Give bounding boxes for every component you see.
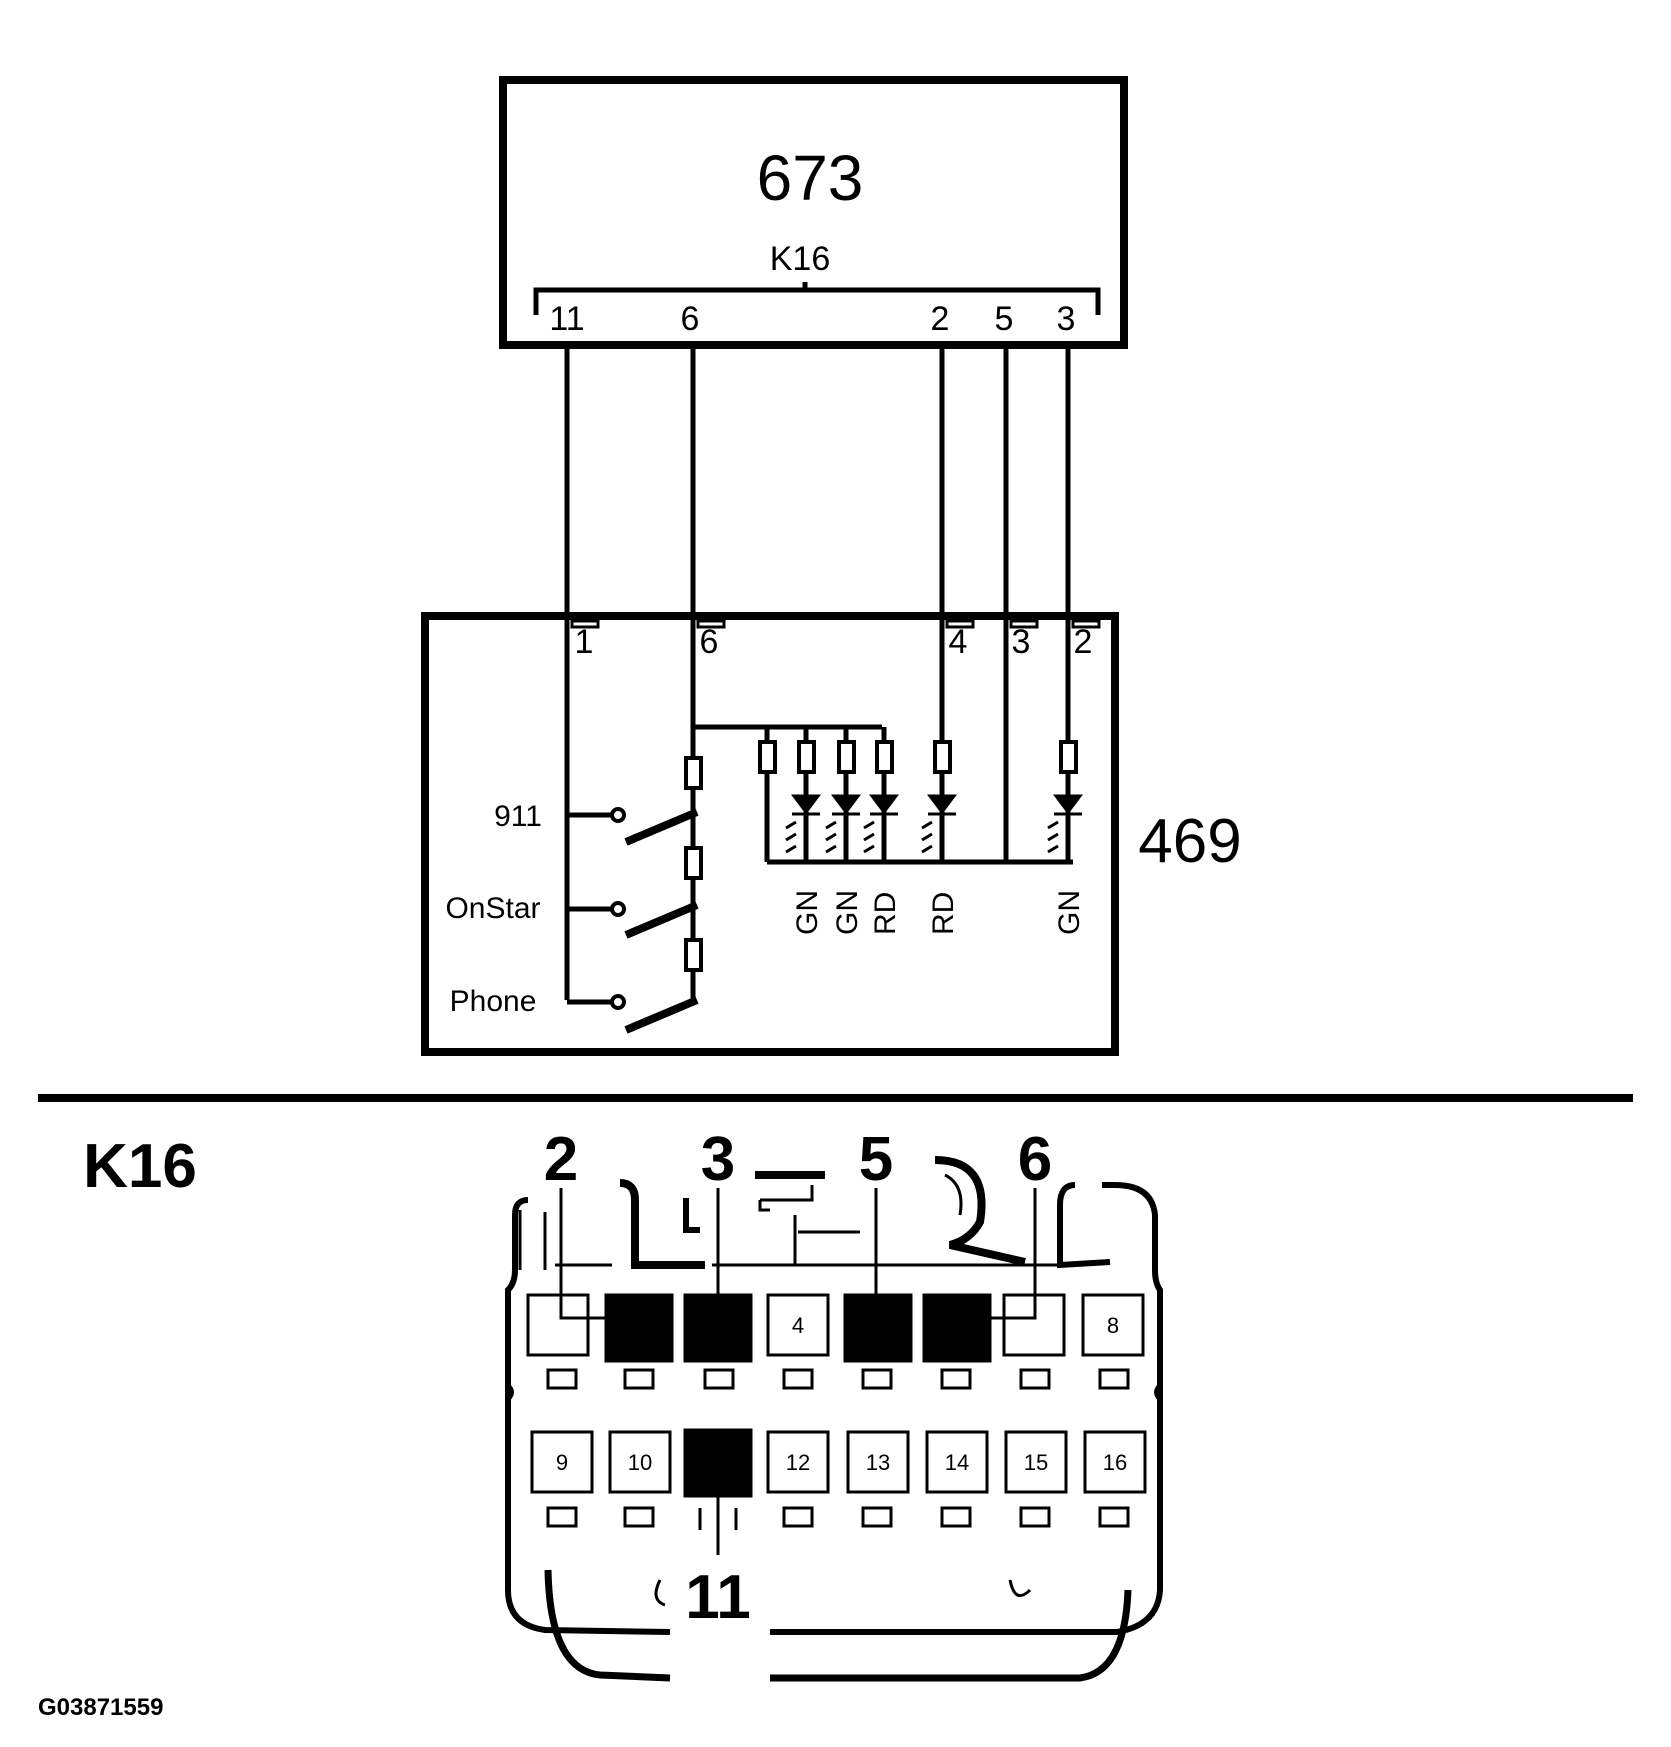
cavity-label-14: 14	[945, 1450, 969, 1475]
led-bus	[690, 720, 1073, 865]
harness-wires	[564, 345, 1071, 1000]
pin-label-469-6: 6	[700, 623, 719, 661]
cavity-5	[843, 1293, 913, 1363]
pin-label-673-3: 3	[1057, 300, 1076, 338]
led-color-label-5: GN	[1053, 890, 1086, 935]
connector-housing	[505, 1156, 1163, 1682]
callout-pin-2: 2	[544, 1125, 578, 1194]
cavity-8	[1081, 1293, 1145, 1357]
pin-label-469-3: 3	[1012, 623, 1031, 661]
pin-label-673-2: 2	[931, 300, 950, 338]
cavity-11	[683, 1428, 753, 1498]
led-color-label-4: RD	[927, 892, 960, 935]
led-branches	[758, 740, 1078, 862]
cavity-13	[846, 1430, 910, 1494]
cavity-label-8: 8	[1107, 1313, 1119, 1338]
cavity-4	[766, 1293, 830, 1357]
cavity-label-12: 12	[786, 1450, 810, 1475]
cavity-15	[1004, 1430, 1068, 1494]
cavity-9	[530, 1430, 594, 1494]
cavity-10	[608, 1430, 672, 1494]
led-diodes	[791, 794, 1083, 816]
callout-pin-5: 5	[859, 1125, 893, 1194]
cavity-label-9: 9	[556, 1450, 568, 1475]
cavity-label-15: 15	[1024, 1450, 1048, 1475]
cavity-label-10: 10	[628, 1450, 652, 1475]
cavity-label-16: 16	[1103, 1450, 1127, 1475]
cavity-3	[683, 1293, 753, 1363]
cavity-16	[1083, 1430, 1147, 1494]
connector-k16-title: K16	[83, 1132, 197, 1201]
callout-leaders	[559, 1188, 1037, 1555]
led-color-label-1: GN	[791, 890, 824, 935]
module-673-box	[499, 76, 1128, 349]
led-color-label-3: RD	[869, 892, 902, 935]
module-673-label: 673	[757, 142, 864, 214]
connector-cavities-row1	[526, 1293, 1145, 1390]
pin-label-673-5: 5	[995, 300, 1014, 338]
cavity-14	[925, 1430, 989, 1494]
cavity-12	[766, 1430, 830, 1494]
pin-label-469-2: 2	[1074, 623, 1093, 661]
switch-onstar-label: OnStar	[445, 892, 540, 925]
callout-pin-6: 6	[1018, 1125, 1052, 1194]
pin-label-469-1: 1	[575, 623, 594, 661]
figure-id: G03871559	[38, 1694, 163, 1721]
cavity-label-13: 13	[866, 1450, 890, 1475]
callout-pin-11: 11	[685, 1563, 751, 1632]
callout-pin-3: 3	[701, 1125, 735, 1194]
connector-cavities-row2	[530, 1428, 1147, 1528]
module-469-box	[421, 612, 1119, 1056]
pin-label-469-4: 4	[949, 623, 968, 661]
switch-911-label: 911	[494, 800, 542, 833]
cavity-2	[604, 1293, 674, 1363]
switch-phone-label: Phone	[450, 985, 537, 1018]
cavity-1	[526, 1293, 590, 1357]
cavity-label-4: 4	[792, 1313, 804, 1338]
module-469-pin-tabs	[570, 619, 1101, 629]
connector-k16-bracket	[533, 282, 1101, 315]
led-emission-marks	[785, 820, 1059, 854]
pin-label-673-6: 6	[681, 300, 700, 338]
led-color-label-2: GN	[831, 890, 864, 935]
module-469-label: 469	[1138, 807, 1241, 876]
pin-label-673-11: 11	[549, 300, 584, 338]
connector-k16-label-top: K16	[770, 240, 831, 278]
switch-network	[567, 756, 703, 1034]
cavity-6	[922, 1293, 992, 1363]
